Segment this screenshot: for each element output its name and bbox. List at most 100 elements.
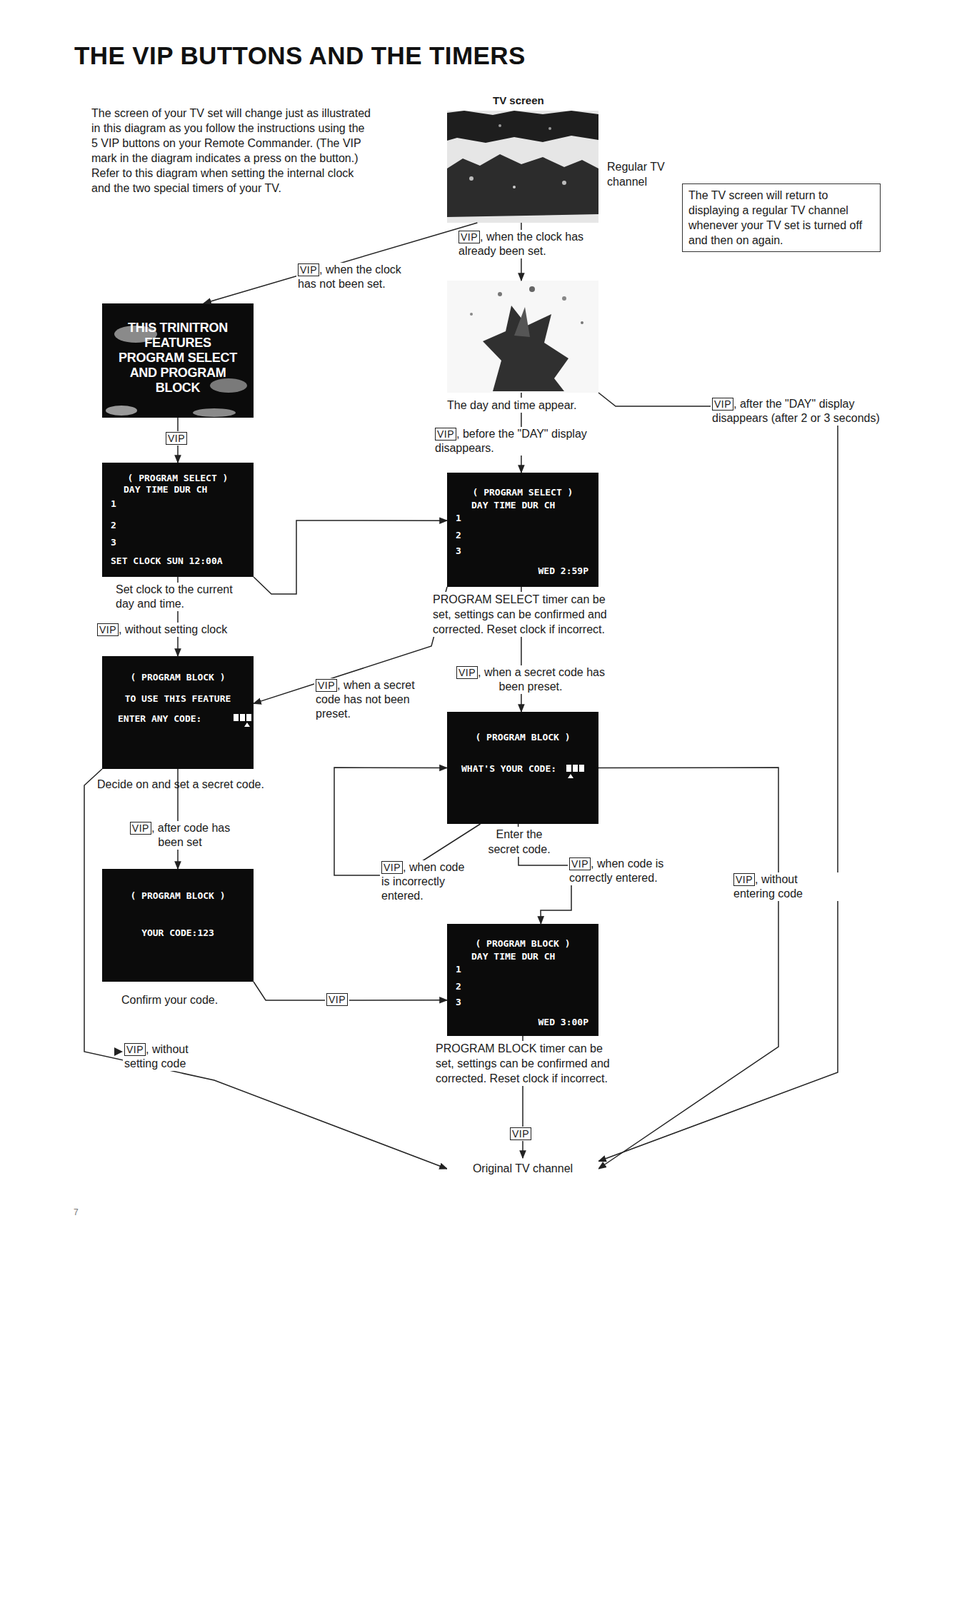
cursor-arrow [244,722,250,728]
splash-foliage [105,405,138,416]
code-cursor-block [579,764,585,773]
screen-text: 2 [455,981,462,992]
screen-text: DAY TIME DUR CH [471,499,555,511]
edge-label: VIP [164,431,189,446]
screen-text: DAY TIME DUR CH [471,951,555,963]
tv-screen [447,712,599,825]
screen-text: 1 [455,964,462,975]
screen-text: SET CLOCK SUN 12:00A [110,555,223,567]
edge-label: VIP [508,1126,533,1142]
tv-picture-speck [512,185,516,189]
screen-text: YOUR CODE:123 [102,927,254,939]
tv-screen-menu: ( PROGRAM SELECT )DAY TIME DUR CH 1 2 3WED … [447,472,599,588]
tv-screen-day-time: The day and time appear. [447,280,599,393]
tv-picture-speck [580,321,584,325]
tv-picture-speck [548,127,552,130]
tv-picture-plant [482,305,569,392]
edge-label: VIP, when the clock has not been set. [296,262,414,292]
screen-text: 2 [455,529,462,541]
step-note: Confirm your code. [121,992,218,1008]
screen-text: ( PROGRAM SELECT ) [447,487,599,498]
screen-text: WED 2:59P [538,565,589,577]
edge-label: VIP [324,992,350,1007]
splash-foliage [192,408,236,418]
tv-screen [102,869,254,982]
vip-mark: VIP [456,666,478,680]
vip-mark: VIP [97,623,119,637]
screen-text: TO USE THIS FEATURE [102,693,254,705]
vip-mark: VIP [124,1043,146,1057]
edge-label: VIP, after the "DAY" display disappears … [710,397,885,426]
screen-text: ( PROGRAM BLOCK ) [102,672,254,683]
note-text: The TV screen will return to displaying … [688,187,875,248]
vip-mark: VIP [712,397,734,411]
vip-mark: VIP [569,857,591,871]
edge-label: VIP, when code is correctly entered. [567,857,707,886]
edge-label: VIP, without setting code [122,1042,206,1072]
cursor-arrow [567,774,574,779]
tv-screen [447,472,599,588]
screen-text: ( PROGRAM SELECT ) [102,472,254,484]
edge-label: VIP, when a secret code has not been pre… [314,678,418,722]
tv-picture-speck [497,292,503,297]
edge-label: VIP, without entering code [732,872,843,902]
note-box: The TV screen will return to displaying … [682,183,881,253]
vip-mark: VIP [434,427,457,441]
screen-text: ( PROGRAM BLOCK ) [447,732,599,743]
screen-caption: PROGRAM SELECT timer can be set, setting… [432,592,620,638]
screen-caption: Regular TV channel [607,159,686,190]
tv-picture-speck [562,296,567,301]
step-note: Enter the secret code. [479,827,559,858]
tv-picture-speck [469,312,473,316]
screen-text: 2 [110,519,117,531]
edge-label: VIP, when code is incorrectly entered. [379,860,475,904]
code-cursor-block [246,714,252,722]
code-cursor-block [566,764,572,773]
tv-screen-menu: ( PROGRAM BLOCK )YOUR CODE:123 [102,869,254,982]
screen-text: 3 [455,545,462,557]
screen-text: 1 [455,512,462,524]
intro-text: The screen of your TV set will change ju… [91,105,372,196]
screen-text: 3 [110,537,117,548]
flow-arrow [84,769,448,1170]
vip-mark: VIP [315,679,338,693]
tv-picture [447,280,599,393]
tv-screen [447,924,599,1037]
edge-label: VIP, before the "DAY" display disappears… [433,427,590,456]
tv-picture-speck [469,176,474,181]
flow-arrow [203,222,478,304]
screen-text: ENTER ANY CODE: [117,713,202,725]
code-cursor-block [239,714,245,722]
splash-text: THIS TRINITRON FEATURES PROGRAM SELECT A… [112,320,244,396]
code-cursor-block [233,714,239,722]
screen-text: WED 3:00P [538,1016,589,1028]
tv-screen-regular: Regular TV channel [447,110,599,223]
tv-picture-speck [529,286,535,293]
screen-caption: The day and time appear. [447,397,577,413]
vip-mark: VIP [509,1127,532,1141]
tv-screen [102,656,254,770]
code-cursor-block [572,764,578,773]
end-state: Original TV channel [447,1158,599,1180]
screen-text: WHAT'S YOUR CODE: [461,763,557,775]
tv-screen-menu: ( PROGRAM BLOCK ) TO USE THIS FEATURE ENTE… [102,656,254,770]
tv-screen-menu: ( PROGRAM BLOCK ) WHAT'S YOUR CODE: [447,712,599,825]
edge-label: Set clock to the current day and time. [114,582,255,612]
screen-text: DAY TIME DUR CH [123,484,208,495]
tv-screen [102,462,254,578]
tv-screen-menu: ( PROGRAM BLOCK )DAY TIME DUR CH123WED 3… [447,924,599,1037]
flow-arrow [334,767,481,876]
edge-label: VIP, when the clock has already been set… [457,229,600,259]
splash-cloud [209,378,248,393]
edge-label: VIP, after code has been set [114,821,246,850]
arrowhead [114,1047,123,1057]
edge-label: VIP, when a secret code has been preset. [447,665,615,695]
end-state-text: Original TV channel [447,1161,599,1177]
edge-label: VIP, without setting clock [95,622,263,638]
screen-text: 3 [455,996,462,1008]
vip-mark: VIP [129,822,152,835]
tv-screen-menu: ( PROGRAM SELECT )DAY TIME DUR CH123SET … [102,462,254,578]
screen-caption: PROGRAM BLOCK timer can be set, settings… [435,1041,623,1087]
column-heading: TV screen [492,92,545,108]
